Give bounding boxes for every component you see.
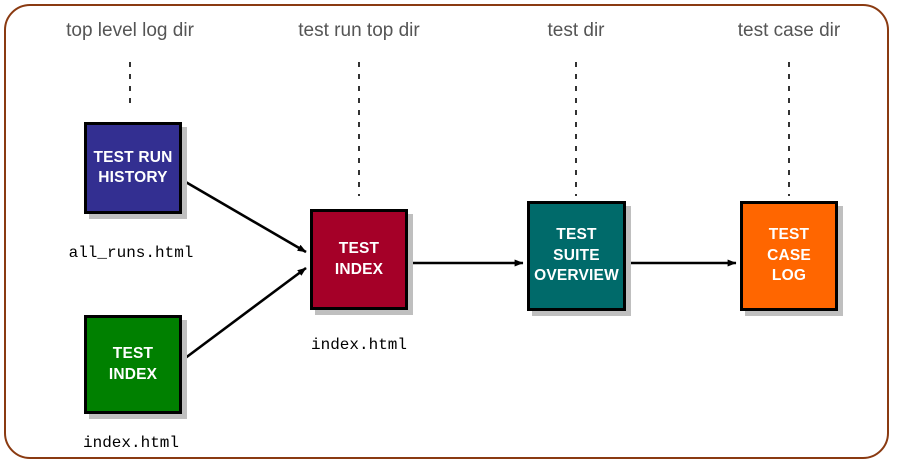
node-test-index-red[interactable]: TEST INDEX [310, 209, 408, 310]
node-test-index-green[interactable]: TEST INDEX [84, 315, 182, 414]
node-test-suite-overview[interactable]: TEST SUITE OVERVIEW [527, 201, 626, 311]
column-caption-test-run-top-dir: test run top dir [298, 20, 420, 41]
arrow-history-to-index [183, 179, 307, 254]
arrow-connectors [183, 179, 737, 361]
column-caption-top-level-log-dir: top level log dir [66, 20, 194, 41]
node-label-test-suite-overview: TEST SUITE OVERVIEW [534, 226, 619, 285]
node-label-test-index-green: TEST INDEX [108, 345, 158, 383]
node-label-test-case-log: TEST CASE LOG [767, 226, 811, 285]
arrow-green-index-to-red-index [183, 266, 307, 361]
column-caption-test-dir: test dir [547, 20, 605, 41]
file-caption-test-index-green: index.html [82, 434, 180, 452]
node-test-case-log[interactable]: TEST CASE LOG [740, 201, 838, 311]
column-caption-test-case-dir: test case dir [737, 20, 841, 41]
dashed-drop-lines [129, 62, 790, 196]
file-caption-test-index-red: index.html [310, 336, 408, 354]
node-label-test-run-history: TEST RUN HISTORY [93, 148, 173, 186]
node-test-run-history[interactable]: TEST RUN HISTORY [84, 122, 182, 214]
file-caption-test-run-history: all_runs.html [68, 244, 194, 262]
node-label-test-index-red: TEST INDEX [334, 240, 384, 278]
